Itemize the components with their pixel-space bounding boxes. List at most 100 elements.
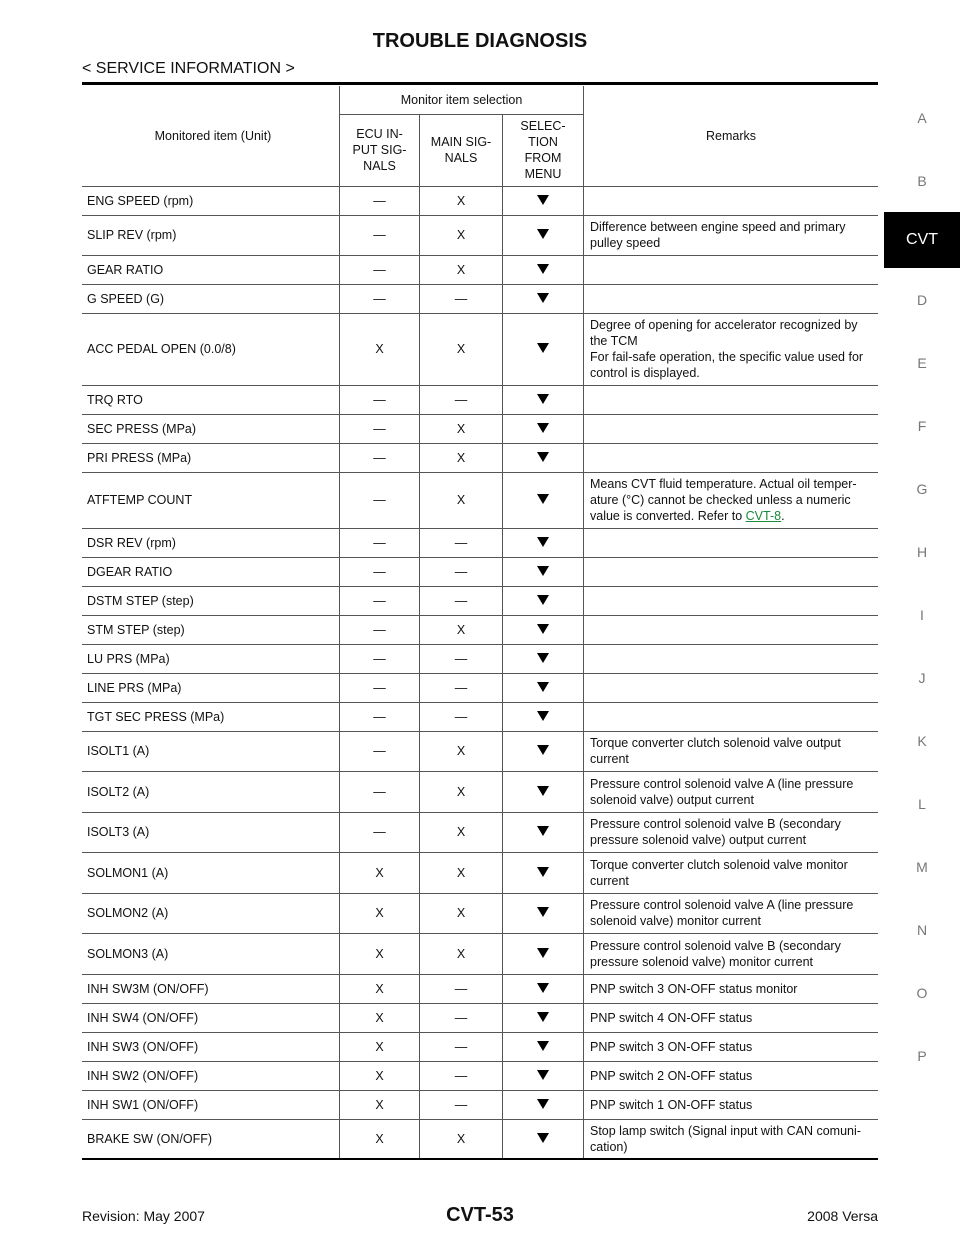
table-row: DGEAR RATIO—— (82, 556, 878, 586)
remarks-text: PNP switch 3 ON-OFF status (590, 1039, 753, 1054)
selection-cell (502, 214, 584, 255)
remarks-cell: Torque converter clutch solenoid valve m… (583, 851, 878, 893)
triangle-down-icon (537, 1133, 549, 1144)
selection-cell (502, 614, 584, 644)
page-title: TROUBLE DIAGNOSIS (372, 30, 588, 52)
triangle-down-icon (537, 422, 549, 433)
ecu-input-cell: — (339, 701, 420, 731)
table-row: PRI PRESS (MPa)—X (82, 442, 878, 472)
remarks-cell: PNP switch 3 ON-OFF status (583, 1031, 878, 1061)
main-signal-cell: — (419, 1060, 503, 1090)
remarks-cell (583, 185, 878, 215)
table-row: TRQ RTO—— (82, 384, 878, 414)
side-tab-a[interactable]: A (917, 109, 927, 126)
table-row: LU PRS (MPa)—— (82, 643, 878, 673)
selection-cell (502, 585, 584, 615)
triangle-down-icon (537, 194, 549, 205)
ecu-input-cell: — (339, 527, 420, 557)
side-tab-b[interactable]: B (917, 172, 927, 189)
remarks-cell: Stop lamp switch (Signal input with CAN … (583, 1118, 878, 1159)
monitored-item-cell: ISOLT1 (A) (82, 730, 340, 771)
triangle-down-icon (537, 594, 549, 605)
header-sel-label: SELEC- TION FROM MENU (520, 119, 566, 181)
header-monitored-item: Monitored item (Unit) (154, 128, 272, 143)
remarks-cell (583, 283, 878, 313)
monitored-item-cell: INH SW4 (ON/OFF) (82, 1002, 340, 1032)
main-signal-cell: — (419, 384, 503, 414)
selection-cell (502, 471, 584, 528)
remarks-cell (583, 384, 878, 414)
main-signal-cell: X (419, 442, 503, 472)
side-tab-d[interactable]: D (916, 291, 928, 308)
selection-cell (502, 851, 584, 893)
main-signal-cell: — (419, 643, 503, 673)
table-row: ENG SPEED (rpm)—X (82, 185, 878, 215)
remarks-cell (583, 643, 878, 673)
side-tab-m[interactable]: M (916, 858, 928, 875)
table-row: DSTM STEP (step)—— (82, 585, 878, 615)
ecu-input-cell: X (339, 1060, 420, 1090)
remarks-text: Pressure control solenoid valve B (secon… (590, 938, 841, 969)
side-tab-cvt[interactable]: CVT (884, 212, 960, 268)
main-signal-cell: — (419, 1031, 503, 1061)
ecu-input-cell: X (339, 312, 420, 385)
remarks-text: PNP switch 2 ON-OFF status (590, 1068, 753, 1083)
remarks-cell (583, 672, 878, 702)
monitored-item-cell: SOLMON3 (A) (82, 932, 340, 974)
selection-cell (502, 973, 584, 1003)
side-tab-l[interactable]: L (918, 795, 926, 812)
remarks-text: Pressure control solenoid valve B (secon… (590, 817, 841, 847)
triangle-down-icon (537, 745, 549, 755)
ecu-input-cell: X (339, 973, 420, 1003)
monitored-item-cell: SEC PRESS (MPa) (82, 413, 340, 443)
main-signal-cell: — (419, 701, 503, 731)
ecu-input-cell: — (339, 254, 420, 284)
remarks-text: PNP switch 1 ON-OFF status (590, 1097, 753, 1112)
selection-cell (502, 730, 584, 771)
selection-cell (502, 892, 584, 933)
triangle-down-icon (537, 907, 549, 917)
remarks-text: Pressure control solenoid valve A (line … (590, 776, 854, 807)
main-signal-cell: X (419, 1118, 503, 1159)
remarks-cell (583, 556, 878, 586)
selection-cell (502, 527, 584, 557)
header-selection-from-menu: SELEC- TION FROM MENU (502, 114, 584, 186)
main-signal-cell: X (419, 811, 503, 852)
main-signal-cell: X (419, 312, 503, 385)
side-tab-j[interactable]: J (918, 669, 926, 686)
ecu-input-cell: — (339, 585, 420, 615)
ecu-input-cell: X (339, 1031, 420, 1061)
side-tab-o[interactable]: O (916, 984, 928, 1001)
side-tab-index: A B CVT D E F G H I J K L M N O P (884, 86, 960, 1087)
ecu-input-cell: X (339, 1118, 420, 1159)
table-row: STM STEP (step)—X (82, 614, 878, 644)
selection-cell (502, 770, 584, 812)
monitored-item-cell: INH SW3M (ON/OFF) (82, 973, 340, 1003)
monitored-item-cell: DSR REV (rpm) (82, 527, 340, 557)
triangle-down-icon (537, 494, 549, 504)
main-signal-cell: — (419, 585, 503, 615)
side-tab-k[interactable]: K (917, 732, 927, 749)
main-signal-cell: X (419, 254, 503, 284)
triangle-down-icon (537, 1040, 549, 1051)
ecu-input-cell: X (339, 851, 420, 893)
side-tab-n[interactable]: N (916, 921, 928, 938)
side-tab-e[interactable]: E (917, 354, 927, 371)
selection-cell (502, 1118, 584, 1159)
cross-reference-link[interactable]: CVT-8 (745, 509, 782, 523)
table-row: DSR REV (rpm)—— (82, 527, 878, 557)
side-tab-p[interactable]: P (917, 1047, 927, 1064)
remarks-text: Degree of opening for accelerator recogn… (590, 318, 864, 380)
side-tab-i[interactable]: I (920, 606, 924, 623)
ecu-input-cell: X (339, 892, 420, 933)
selection-cell (502, 1031, 584, 1061)
table-bottom-rule (82, 1158, 878, 1160)
monitored-item-cell: ENG SPEED (rpm) (82, 185, 340, 215)
selection-cell (502, 556, 584, 586)
side-tab-g[interactable]: G (916, 480, 928, 497)
side-tab-h[interactable]: H (916, 543, 928, 560)
side-tab-f[interactable]: F (917, 417, 927, 434)
